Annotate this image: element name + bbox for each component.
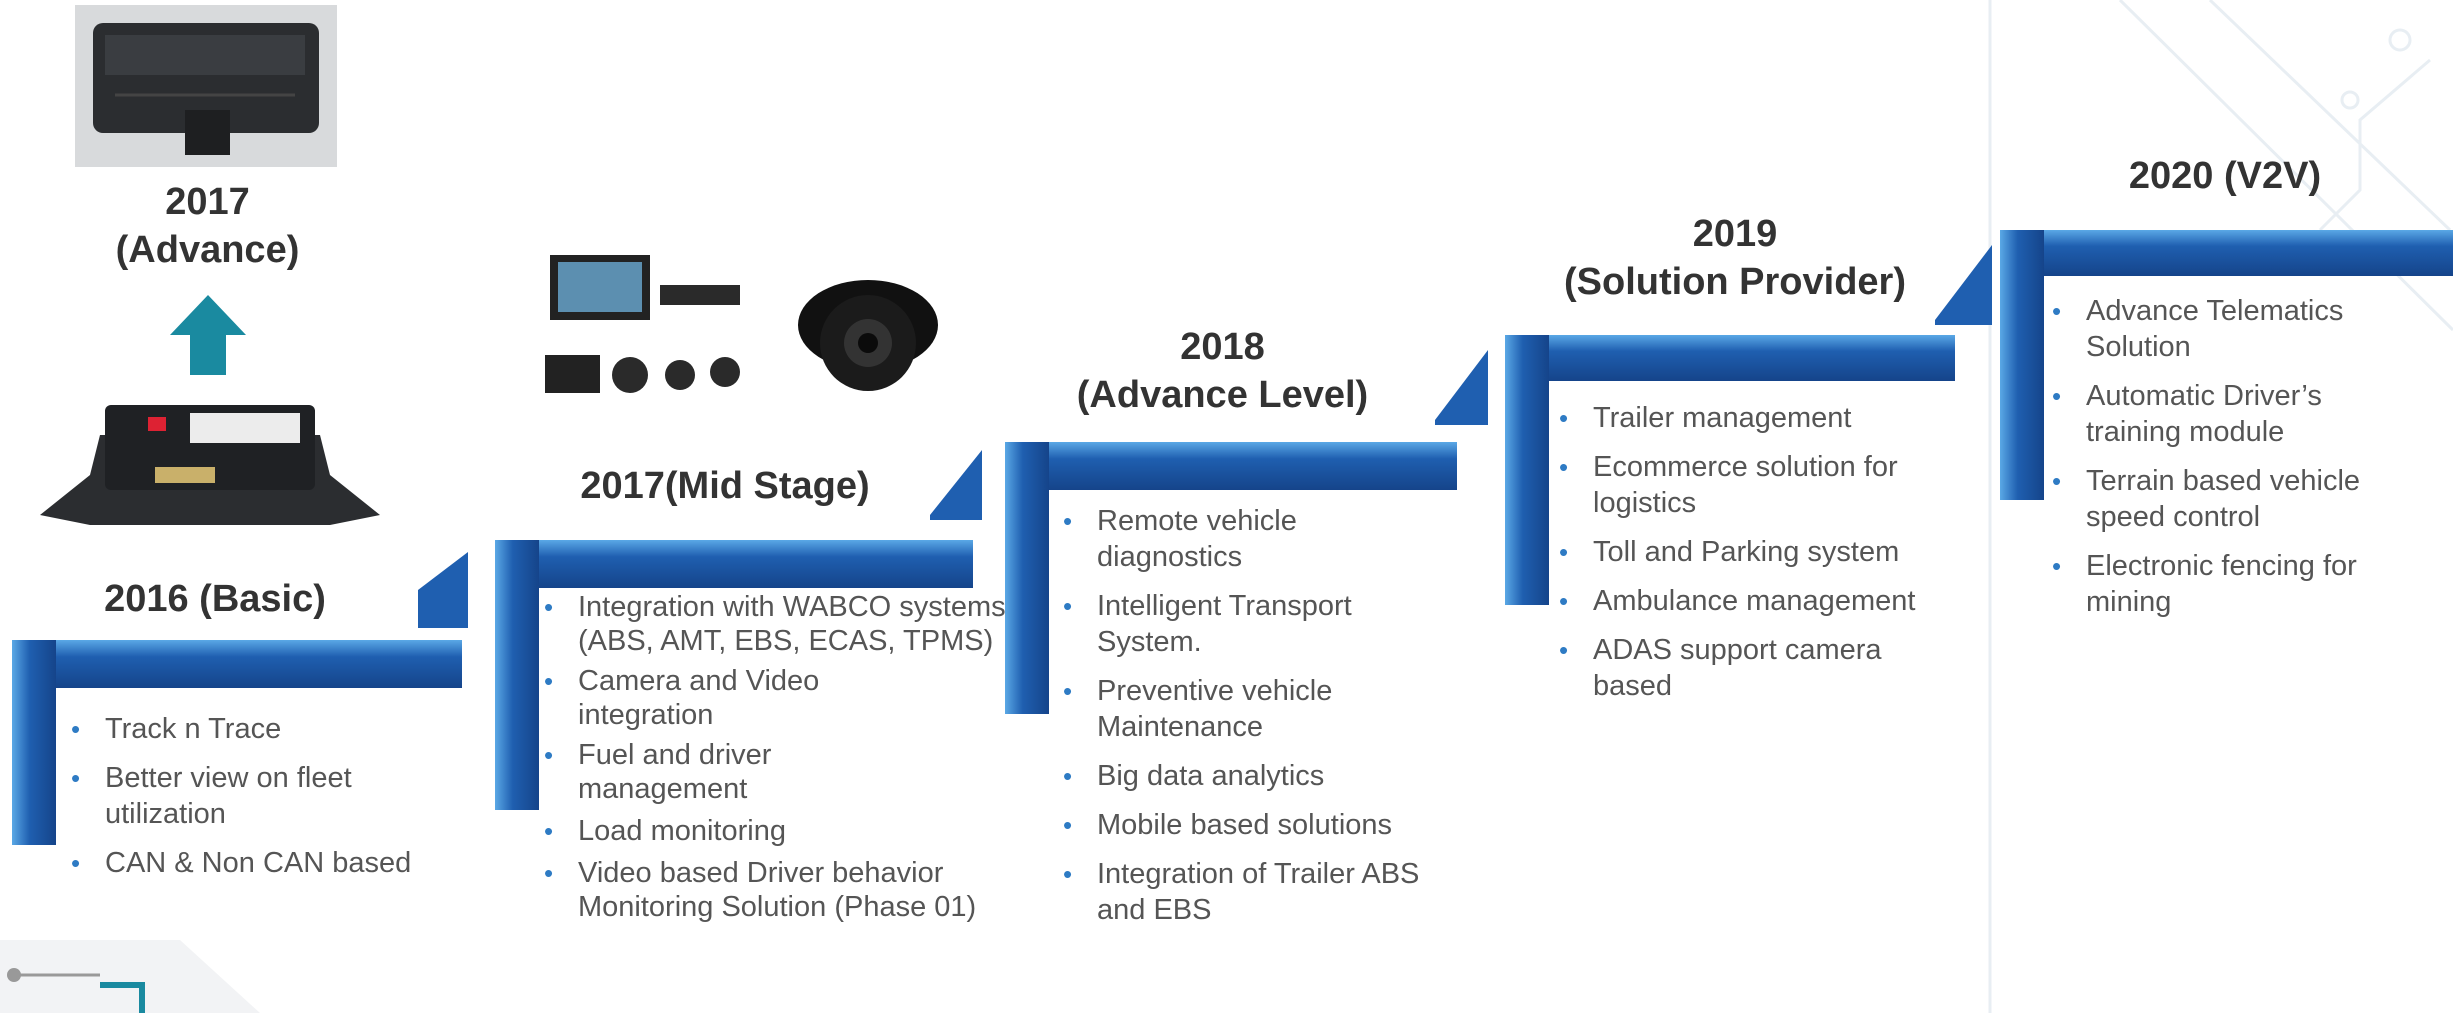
heading-line: 2016 (Basic) [104,578,326,620]
list-item: Better view on fleet utilization [65,760,405,832]
list-item: Big data analytics [1057,758,1487,794]
heading-line: 2020 (V2V) [2128,155,2322,197]
heading-2016: 2016 (Basic) [80,575,350,623]
list-item: Remote vehicle diagnostics [1057,503,1387,575]
heading-line: 2018 [1180,326,1265,368]
list-item: Ambulance management [1553,583,1983,619]
step-shape-2019 [1505,245,1992,605]
bullet-list-2020: Advance Telematics Solution Automatic Dr… [2046,293,2446,633]
heading-2020: 2020 (V2V) [2090,152,2360,200]
list-item: Terrain based vehicle speed control [2046,463,2426,535]
list-item: Automatic Driver’s training module [2046,378,2386,450]
list-item: Camera and Video integration [538,664,848,732]
heading-line: 2017 [165,181,250,223]
list-item: Load monitoring [538,814,1008,848]
heading-line: (Advance) [115,229,300,271]
bullet-list-2017-mid: Integration with WABCO systems (ABS, AMT… [538,590,1008,937]
list-item: Ecommerce solution for logistics [1553,449,1963,521]
up-arrow-icon [170,295,246,375]
telematics-unit-photo [40,405,380,525]
heading-2017-advance: 2017 (Advance) [95,178,320,274]
list-item: Advance Telematics Solution [2046,293,2396,365]
list-item: Trailer management [1553,400,1983,436]
list-item: Electronic fencing for mining [2046,548,2446,620]
step-shape-2018 [1005,350,1488,714]
list-item: Track n Trace [65,711,465,747]
list-item: Video based Driver behavior Monitoring S… [538,856,1018,924]
heading-line: (Advance Level) [1076,374,1369,416]
step-shape-2016 [12,552,468,845]
bullet-list-2019: Trailer management Ecommerce solution fo… [1553,400,1983,717]
list-item: Preventive vehicle Maintenance [1057,673,1397,745]
list-item: Mobile based solutions [1057,807,1487,843]
list-item: Integration of Trailer ABS and EBS [1057,856,1467,928]
list-item: Fuel and driver management [538,738,848,806]
list-item: CAN & Non CAN based [65,845,465,881]
heading-line: 2017(Mid Stage) [580,465,870,507]
heading-2019: 2019 (Solution Provider) [1530,210,1940,306]
camera-kit-photo [545,255,740,393]
heading-line: 2019 [1692,213,1778,255]
list-item: Toll and Parking system [1553,534,1983,570]
step-shape-2017-mid [495,450,982,810]
step-shape-2020 [2000,230,2453,500]
heading-2017-mid: 2017(Mid Stage) [545,462,905,510]
list-item: Integration with WABCO systems (ABS, AMT… [538,590,1008,658]
telematics-box-photo [75,5,337,167]
list-item: Intelligent Transport System. [1057,588,1427,660]
bullet-list-2016: Track n Trace Better view on fleet utili… [65,711,465,894]
dome-camera-photo [798,280,938,391]
list-item: ADAS support camera based [1553,632,1923,704]
bullet-list-2018: Remote vehicle diagnostics Intelligent T… [1057,503,1487,941]
heading-line: (Solution Provider) [1564,261,1906,303]
heading-2018: 2018 (Advance Level) [1050,323,1395,419]
